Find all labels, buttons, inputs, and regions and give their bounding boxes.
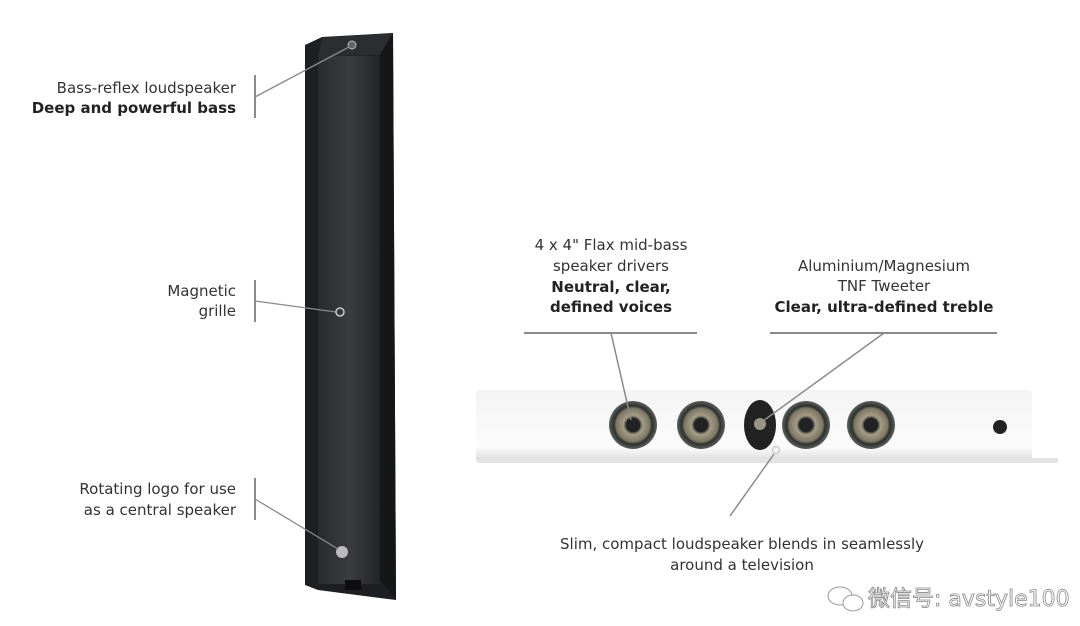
grille-title-2: grille xyxy=(199,302,236,320)
drivers-desc-1: Neutral, clear, xyxy=(551,278,670,296)
drivers-desc-2: defined voices xyxy=(550,298,672,316)
mid-bass-driver xyxy=(847,401,895,449)
bass-reflex-desc: Deep and powerful bass xyxy=(32,99,236,117)
tweeter xyxy=(744,400,776,450)
black-vertical-speaker xyxy=(305,33,396,600)
mid-bass-driver xyxy=(782,401,830,449)
tweeter-title-2: TNF Tweeter xyxy=(837,277,931,295)
slim-desc-2: around a television xyxy=(670,556,814,574)
brand-logo-icon xyxy=(993,420,1007,434)
tweeter-title-1: Aluminium/Magnesium xyxy=(798,257,970,275)
callout-lines xyxy=(524,332,997,517)
logo-title-2: as a central speaker xyxy=(84,501,237,519)
watermark-text: 微信号: avstyle100 xyxy=(868,587,1070,612)
grille-title-1: Magnetic xyxy=(167,282,236,300)
wechat-watermark: 微信号: avstyle100 xyxy=(827,586,1070,612)
drivers-title-2: speaker drivers xyxy=(553,257,669,275)
mid-bass-driver xyxy=(677,401,725,449)
tweeter-desc: Clear, ultra-defined treble xyxy=(775,298,994,316)
drivers-title-1: 4 x 4" Flax mid-bass xyxy=(535,236,688,254)
slim-desc-1: Slim, compact loudspeaker blends in seam… xyxy=(560,535,924,553)
white-center-speaker xyxy=(476,390,1058,463)
rotating-logo-icon xyxy=(336,546,348,558)
bass-reflex-title: Bass-reflex loudspeaker xyxy=(57,79,237,97)
mid-bass-driver xyxy=(609,401,657,449)
callout-bass-reflex xyxy=(254,46,350,550)
logo-title-1: Rotating logo for use xyxy=(79,480,236,498)
